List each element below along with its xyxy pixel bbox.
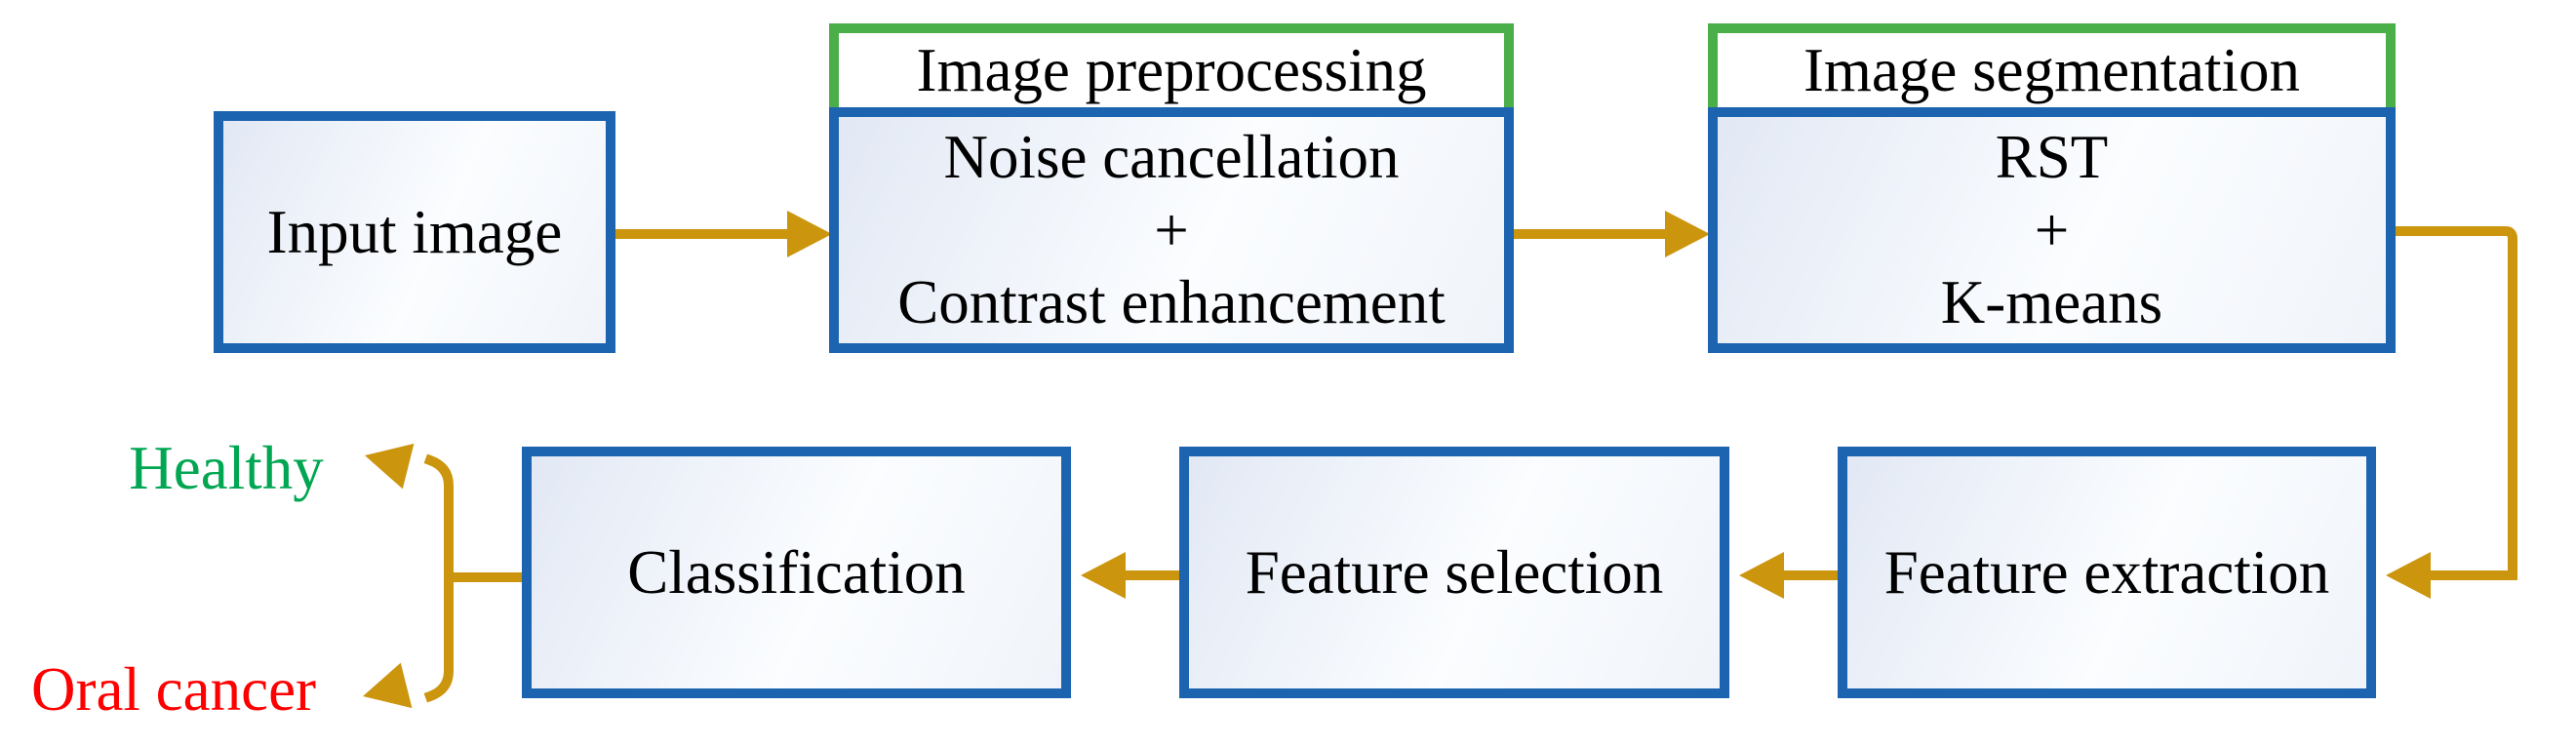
preprocessing-line-1: Noise cancellation [943, 123, 1400, 192]
header-image-segmentation: Image segmentation [1708, 23, 2396, 107]
node-feature-extraction: Feature extraction [1838, 447, 2376, 698]
node-feature-extraction-label: Feature extraction [1883, 537, 2330, 607]
segmentation-line-1: RST [1995, 123, 2109, 192]
arrow-preprocessing-to-segmentation [1512, 211, 1710, 257]
header-image-preprocessing-label: Image preprocessing [916, 35, 1427, 104]
preprocessing-line-3: Contrast enhancement [897, 268, 1446, 337]
output-healthy-label: Healthy [129, 433, 324, 502]
node-input-image: Input image [214, 111, 615, 353]
output-healthy: Healthy [109, 427, 343, 509]
header-image-preprocessing: Image preprocessing [829, 23, 1514, 107]
arrow-feature-selection-to-classification [1081, 552, 1182, 599]
node-feature-selection-label: Feature selection [1245, 537, 1664, 607]
node-classification-label: Classification [627, 537, 966, 607]
node-classification: Classification [522, 447, 1071, 698]
output-oral-cancer: Oral cancer [8, 648, 339, 730]
node-feature-selection: Feature selection [1179, 447, 1729, 698]
output-oral-cancer-label: Oral cancer [30, 654, 317, 724]
segmentation-line-3: K-means [1940, 268, 2163, 337]
segmentation-line-2: + [2034, 195, 2070, 264]
arrow-feature-extraction-to-feature-selection [1739, 552, 1841, 599]
arrow-segmentation-to-feature-extraction [2386, 226, 2517, 599]
header-image-segmentation-label: Image segmentation [1803, 35, 2301, 104]
node-segmentation: RST + K-means [1708, 107, 2396, 353]
preprocessing-line-2: + [1154, 195, 1189, 264]
node-input-image-label: Input image [266, 197, 563, 266]
arrow-input-to-preprocessing [613, 211, 832, 257]
arrow-classification-to-outputs [363, 443, 527, 709]
node-preprocessing: Noise cancellation + Contrast enhancemen… [829, 107, 1514, 353]
